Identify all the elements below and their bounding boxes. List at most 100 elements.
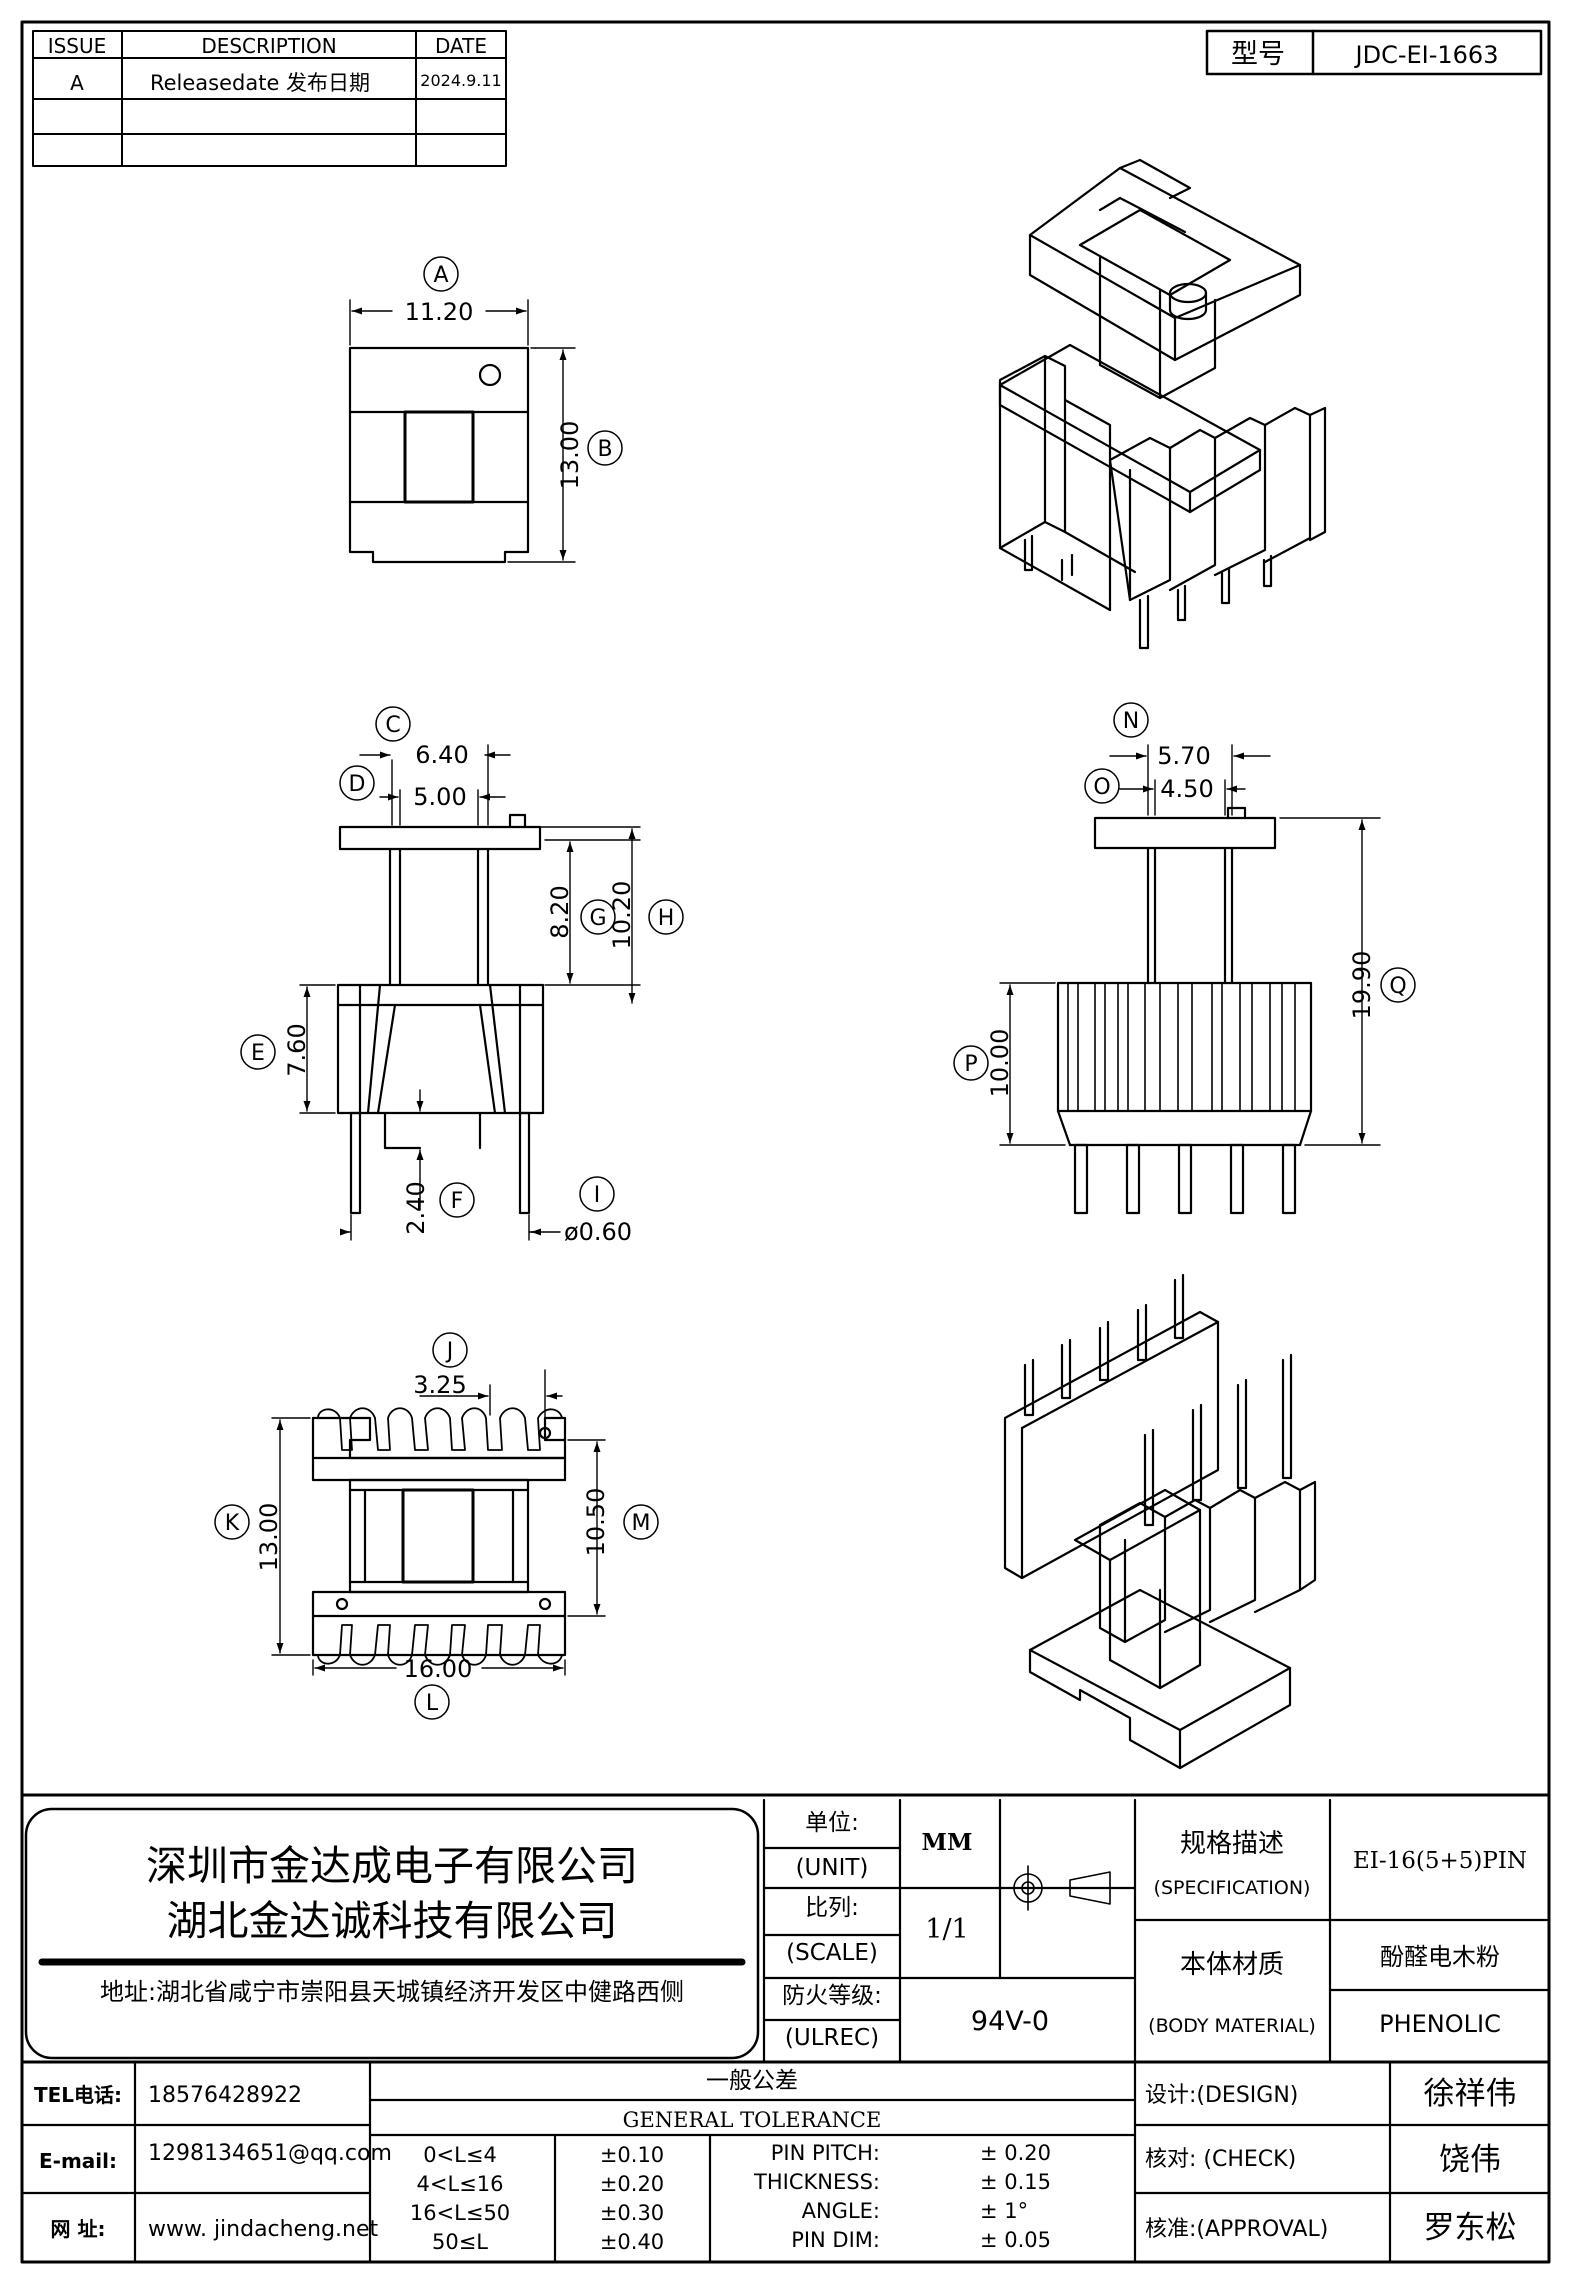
callout-E: E	[240, 1034, 276, 1070]
svg-text:M: M	[632, 1511, 651, 1536]
svg-text:D: D	[349, 772, 366, 797]
web-label: 网 址:	[51, 2217, 106, 2241]
dim-L-value: 16.00	[404, 1655, 473, 1683]
unit-value: MM	[922, 1829, 973, 1856]
rev-header-issue: ISSUE	[48, 34, 107, 58]
web-value: www. jindacheng.net	[148, 2217, 379, 2242]
fire-rating-label-en: (ULREC)	[785, 2025, 879, 2051]
callout-K: K	[214, 1504, 250, 1540]
callout-N: N	[1113, 702, 1149, 738]
tolerance-value: ±0.30	[600, 2201, 664, 2225]
company-name-cn-2: 湖北金达诚科技有限公司	[167, 1897, 618, 1945]
material-label-en: (BODY MATERIAL)	[1148, 2015, 1316, 2037]
model-box	[1205, 29, 1543, 76]
dim-H-value: 10.20	[608, 881, 636, 950]
tolerance-title-en: GENERAL TOLERANCE	[623, 2108, 882, 2132]
svg-text:L: L	[426, 1691, 439, 1716]
param-name: ANGLE:	[802, 2199, 880, 2223]
tolerance-range: 4<L≤16	[417, 2172, 504, 2196]
svg-text:K: K	[225, 1511, 240, 1536]
tolerance-range: 0<L≤4	[423, 2143, 497, 2167]
svg-text:H: H	[658, 906, 675, 931]
param-value: ± 0.15	[980, 2170, 1051, 2194]
email-label: E-mail:	[39, 2149, 117, 2173]
scale-value: 1/1	[925, 1914, 968, 1945]
svg-text:J: J	[445, 1339, 454, 1364]
iso-view-top	[998, 158, 1327, 650]
svg-text:Q: Q	[1389, 974, 1406, 999]
company-address: 地址:湖北省咸宁市崇阳县天城镇经济开发区中健路西侧	[100, 1978, 684, 2006]
callout-F: F	[439, 1182, 475, 1218]
param-name: PIN DIM:	[791, 2228, 880, 2252]
callout-P: P	[953, 1045, 989, 1081]
rev-header-date: DATE	[435, 34, 487, 58]
fire-rating-value: 94V-0	[971, 2006, 1049, 2037]
rev-row-description: Releasedate 发布日期	[150, 71, 370, 95]
rev-row-issue: A	[70, 71, 84, 95]
design-value: 徐祥伟	[1424, 2076, 1517, 2112]
spec-value: EI-16(5+5)PIN	[1353, 1848, 1527, 1874]
dim-B-value: 13.00	[556, 421, 584, 490]
svg-text:I: I	[594, 1183, 601, 1208]
material-label-cn: 本体材质	[1180, 1950, 1284, 1980]
dim-C-value: 6.40	[415, 741, 468, 769]
param-name: PIN PITCH:	[771, 2141, 880, 2165]
bottom-view	[271, 1369, 606, 1676]
dim-O-value: 4.50	[1160, 775, 1213, 803]
unit-label-en: (UNIT)	[796, 1855, 869, 1881]
callout-H: H	[648, 899, 684, 935]
rev-header-description: DESCRIPTION	[201, 34, 336, 58]
dim-G-value: 8.20	[546, 885, 574, 938]
tel-label: TEL电话:	[34, 2083, 122, 2107]
email-value: 1298134651@qq.com	[148, 2141, 392, 2166]
model-value: JDC-EI-1663	[1354, 41, 1499, 69]
param-value: ± 0.05	[980, 2228, 1051, 2252]
tolerance-range: 16<L≤50	[410, 2201, 510, 2225]
callout-G: G	[580, 899, 616, 935]
tolerance-value: ±0.40	[600, 2230, 664, 2254]
svg-text:F: F	[451, 1189, 464, 1214]
callout-O: O	[1084, 768, 1120, 804]
svg-text:E: E	[251, 1041, 265, 1066]
projection-symbol-icon	[1004, 1865, 1121, 1911]
unit-label-cn: 单位:	[805, 1810, 859, 1836]
dim-D-value: 5.00	[413, 783, 466, 811]
tolerance-range: 50≤L	[432, 2230, 488, 2254]
rev-row-date: 2024.9.11	[420, 71, 501, 90]
spec-label-en: (SPECIFICATION)	[1154, 1877, 1311, 1899]
front-view	[299, 744, 641, 1241]
callout-A: A	[423, 256, 459, 292]
company-name-cn-1: 深圳市金达成电子有限公司	[146, 1842, 638, 1890]
dim-F-value: 2.40	[402, 1181, 430, 1234]
dim-A-value: 11.20	[405, 298, 474, 326]
dim-E-value: 7.60	[283, 1023, 311, 1076]
callout-C: C	[375, 706, 411, 742]
tolerance-value: ±0.10	[600, 2143, 664, 2167]
approval-label: 核准:(APPROVAL)	[1145, 2217, 1328, 2242]
svg-text:N: N	[1123, 709, 1139, 734]
top-view	[348, 299, 576, 564]
svg-text:G: G	[589, 906, 606, 931]
model-label: 型号	[1231, 39, 1285, 70]
param-value: ± 1°	[980, 2199, 1028, 2223]
callout-J: J	[432, 1332, 468, 1368]
tolerance-value: ±0.20	[600, 2172, 664, 2196]
dim-N-value: 5.70	[1157, 742, 1210, 770]
callout-L: L	[414, 1684, 450, 1720]
iso-view-bottom	[1003, 1273, 1317, 1770]
scale-label-en: (SCALE)	[786, 1940, 878, 1966]
param-value: ± 0.20	[980, 2141, 1051, 2165]
material-value-cn: 酚醛电木粉	[1380, 1943, 1500, 1971]
svg-text:C: C	[385, 713, 400, 738]
svg-text:B: B	[597, 437, 612, 462]
dim-Q-value: 19.90	[1348, 951, 1376, 1020]
material-value-en: PHENOLIC	[1379, 2010, 1501, 2038]
svg-text:P: P	[964, 1052, 977, 1077]
design-label: 设计:(DESIGN)	[1145, 2083, 1298, 2108]
check-label: 核对: (CHECK)	[1145, 2147, 1296, 2172]
approval-value: 罗东松	[1424, 2210, 1517, 2246]
revision-table	[32, 30, 507, 167]
dim-M-value: 10.50	[582, 1488, 610, 1557]
scale-label-cn: 比列:	[805, 1895, 859, 1921]
